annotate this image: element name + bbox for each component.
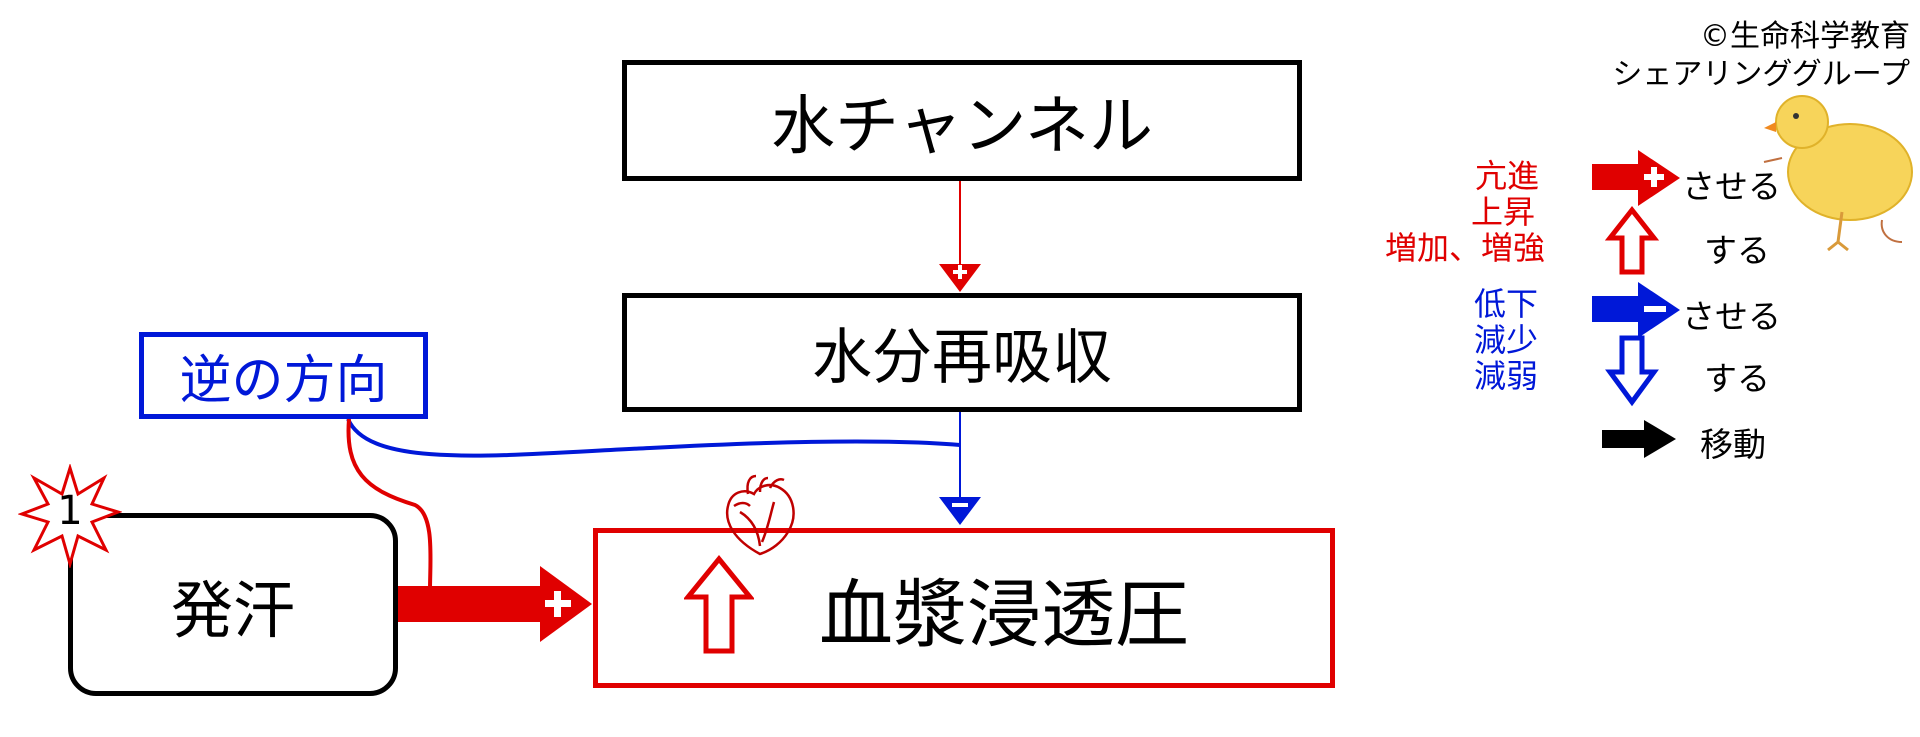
minus-arrowhead: [939, 497, 981, 525]
legend-blue-term-2: 減少: [1474, 321, 1539, 359]
legend-blue-term-3: 減弱: [1474, 357, 1539, 395]
legend-state-neg-label: する: [1704, 359, 1770, 398]
legend-cause-pos-label: させる: [1682, 167, 1781, 206]
water-reabsorption-label: 水分再吸収: [812, 323, 1112, 393]
reverse-red-curve: [346, 418, 433, 591]
copyright-line-1: ©生命科学教育: [1700, 19, 1910, 54]
sweating-box: 発汗: [68, 513, 398, 696]
legend-red-plus-arrow: [1592, 150, 1680, 206]
copyright: ©生命科学教育 シェアリンググループ: [1612, 18, 1910, 94]
badge-number: 1: [57, 488, 83, 534]
legend-blue-term-1: 低下: [1474, 285, 1539, 323]
copyright-line-2: シェアリンググループ: [1612, 57, 1910, 92]
water-channel-box: 水チャンネル: [622, 60, 1302, 181]
reverse-direction-box: 逆の方向: [139, 332, 428, 419]
duck-illustration: [1763, 95, 1913, 252]
reverse-direction-label: 逆の方向: [179, 351, 388, 411]
sweating-label: 発汗: [170, 573, 295, 647]
legend-red-term-3: 増加、増強: [1385, 229, 1546, 267]
sweat-to-plasma-arrow: [398, 566, 592, 642]
star-burst-icon: [17, 462, 123, 570]
legend-red-term-1: 亢進: [1475, 157, 1540, 195]
legend-red-terms: 亢進 上昇 増加、増強: [1385, 158, 1545, 266]
legend-blue-down-arrow: [1605, 335, 1659, 407]
legend-red-up-arrow: [1604, 205, 1660, 275]
legend-move-arrow: [1602, 420, 1676, 458]
star-burst-badge: 1: [17, 462, 123, 570]
plasma-osmotic-pressure-label: 血漿浸透圧: [819, 571, 1189, 658]
plus-arrowhead: [939, 264, 981, 292]
legend-cause-neg-label: させる: [1682, 297, 1781, 336]
water-channel-label: 水チャンネル: [770, 89, 1154, 164]
heart-icon: [725, 474, 795, 556]
water-reabsorption-box: 水分再吸収: [622, 293, 1302, 412]
legend-blue-terms: 低下 減少 減弱: [1474, 286, 1554, 394]
legend-blue-minus-arrow: [1592, 282, 1680, 338]
up-arrow-icon: [684, 555, 754, 654]
legend-red-term-2: 上昇: [1471, 193, 1536, 231]
legend-move-label: 移動: [1700, 425, 1766, 464]
legend-state-pos-label: する: [1704, 231, 1770, 270]
reverse-blue-curve: [346, 418, 961, 458]
